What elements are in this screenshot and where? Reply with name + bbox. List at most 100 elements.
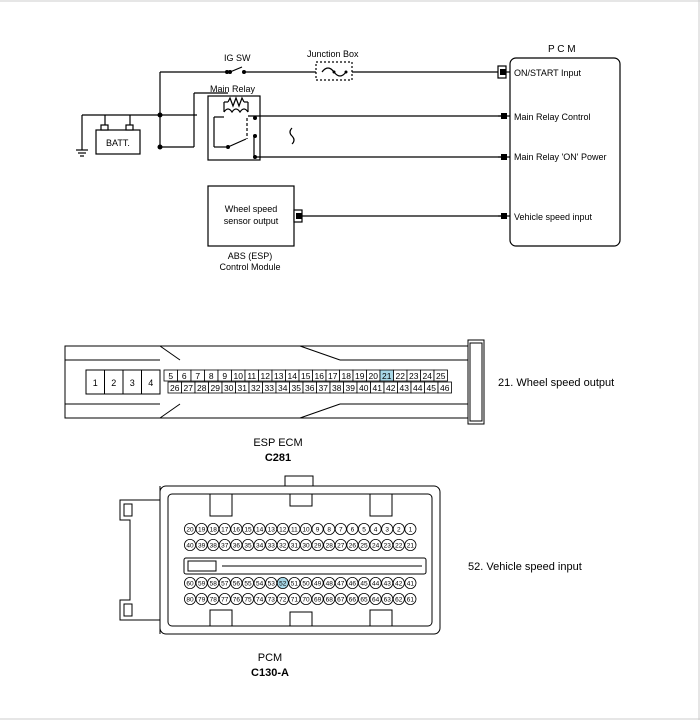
pcm-pin-cell — [334, 523, 347, 536]
pcm-pin-label: 57 — [221, 581, 229, 588]
pcm-pin-label: 52 — [279, 581, 287, 588]
esp-pin-label: 1 — [93, 378, 98, 388]
esp-pin-label: 30 — [224, 383, 234, 393]
esp-pin-cell — [141, 369, 161, 395]
pcm-pin-cell — [369, 523, 382, 536]
pcm-pin-cell — [334, 539, 347, 552]
pcm-pin-cell — [357, 577, 370, 590]
pcm-pin-cell — [253, 539, 266, 552]
pcm-pin-cell — [311, 593, 324, 606]
esp-pin-label: 32 — [251, 383, 261, 393]
esp-pin-label: 10 — [234, 371, 244, 381]
pcm-pin-label: 12 — [279, 527, 287, 534]
esp-pin-cell — [433, 369, 448, 382]
esp-pin-label: 28 — [197, 383, 207, 393]
pcm-pin-label: 6 — [351, 527, 355, 534]
esp-pin-label: 40 — [359, 383, 369, 393]
pcm-pin-label: 19 — [198, 527, 206, 534]
pcm-pin-label: 10 — [302, 527, 310, 534]
esp-pin-label: 21 — [382, 371, 392, 381]
esp-pin-label: 19 — [355, 371, 365, 381]
esp-connector-code: C281 — [265, 452, 291, 464]
pcm-callout: 52. Vehicle speed input — [468, 561, 582, 573]
pcm-pin-label: 26 — [349, 543, 357, 550]
pcm-pin-label: 77 — [221, 597, 229, 604]
pcm-pin-cell — [218, 593, 231, 606]
esp-pin-label: 18 — [342, 371, 352, 381]
esp-pin-label: 45 — [427, 383, 437, 393]
pcm-pin-cell — [404, 577, 417, 590]
pcm-pin-cell — [230, 523, 243, 536]
pcm-pin-label: 9 — [316, 527, 320, 534]
pcm-pin-cell — [357, 593, 370, 606]
pcm-pin-label: 37 — [221, 543, 229, 550]
esp-pin-label: 16 — [315, 371, 325, 381]
esp-connector-title: ESP ECM — [253, 437, 302, 449]
pcm-pin-cell — [230, 593, 243, 606]
pcm-pin-cell — [392, 593, 405, 606]
pcm-pin-label: 24 — [372, 543, 380, 550]
pcm-pin-relay-control: Main Relay Control — [514, 112, 591, 122]
pcm-pin-label: 63 — [384, 597, 392, 604]
pcm-pin-label: 50 — [302, 581, 310, 588]
pcm-pin-cell — [299, 593, 312, 606]
pcm-pin-label: 58 — [210, 581, 218, 588]
pcm-pin-label: 44 — [372, 581, 380, 588]
pcm-pin-cell — [404, 539, 417, 552]
esp-pin-label: 20 — [369, 371, 379, 381]
pcm-pin-label: 45 — [360, 581, 368, 588]
pcm-pin-cell — [207, 593, 220, 606]
ig-switch-arm — [229, 66, 243, 73]
pcm-pin-cell — [276, 593, 289, 606]
pcm-pin-label: 7 — [339, 527, 343, 534]
pcm-pin-cell — [299, 523, 312, 536]
pcm-pin-label: 64 — [372, 597, 380, 604]
pcm-pin-cell — [253, 577, 266, 590]
pcm-pin-label: 41 — [407, 581, 415, 588]
pcm-pin-on-start: ON/START Input — [514, 68, 582, 78]
pcm-pin-label: 29 — [314, 543, 322, 550]
esp-pin-label: 7 — [195, 371, 200, 381]
pcm-pin-label: 67 — [337, 597, 345, 604]
esp-pin-label: 37 — [319, 383, 329, 393]
pcm-pin-label: 65 — [360, 597, 368, 604]
pcm-pin-vehicle-speed: Vehicle speed input — [514, 212, 593, 222]
pcm-pin-label: 33 — [268, 543, 276, 550]
esp-pin-label: 46 — [440, 383, 450, 393]
pcm-pin-label: 68 — [326, 597, 334, 604]
esp-pin-label: 34 — [278, 383, 288, 393]
pcm-pin-cell — [299, 539, 312, 552]
esp-pin-label: 23 — [409, 371, 419, 381]
pcm-pin-label: 34 — [256, 543, 264, 550]
esp-pin-label: 29 — [211, 383, 221, 393]
pcm-pin-cell — [369, 593, 382, 606]
esp-pin-label: 38 — [332, 383, 342, 393]
pcm-pin-label: 35 — [244, 543, 252, 550]
pcm-pin-label: 79 — [198, 597, 206, 604]
pcm-pin-cell — [230, 539, 243, 552]
esp-callout: 21. Wheel speed output — [498, 377, 614, 389]
wiring-schematic — [76, 57, 621, 247]
esp-pin-cell — [437, 381, 452, 394]
pcm-pin-label: 31 — [291, 543, 299, 550]
main-relay-label: Main Relay — [210, 84, 256, 94]
esp-pin-label: 41 — [373, 383, 383, 393]
abs-box-line1: Wheel speed — [225, 204, 278, 214]
pcm-connector-body — [119, 475, 441, 635]
pcm-pin-cell — [311, 577, 324, 590]
pcm-pin-label: 71 — [291, 597, 299, 604]
pcm-pin-label: 3 — [385, 527, 389, 534]
esp-pin-label: 35 — [292, 383, 302, 393]
pcm-pin-cell — [346, 539, 359, 552]
pcm-pin-cell — [288, 577, 301, 590]
esp-pin-label: 43 — [400, 383, 410, 393]
pcm-pin-label: 74 — [256, 597, 264, 604]
esp-pin-label: 22 — [396, 371, 406, 381]
ig-sw-label: IG SW — [224, 53, 251, 63]
pcm-pin-label: 2 — [397, 527, 401, 534]
esp-pin-label: 44 — [413, 383, 423, 393]
pcm-pin-label: 78 — [210, 597, 218, 604]
pcm-pin-label: 16 — [233, 527, 241, 534]
